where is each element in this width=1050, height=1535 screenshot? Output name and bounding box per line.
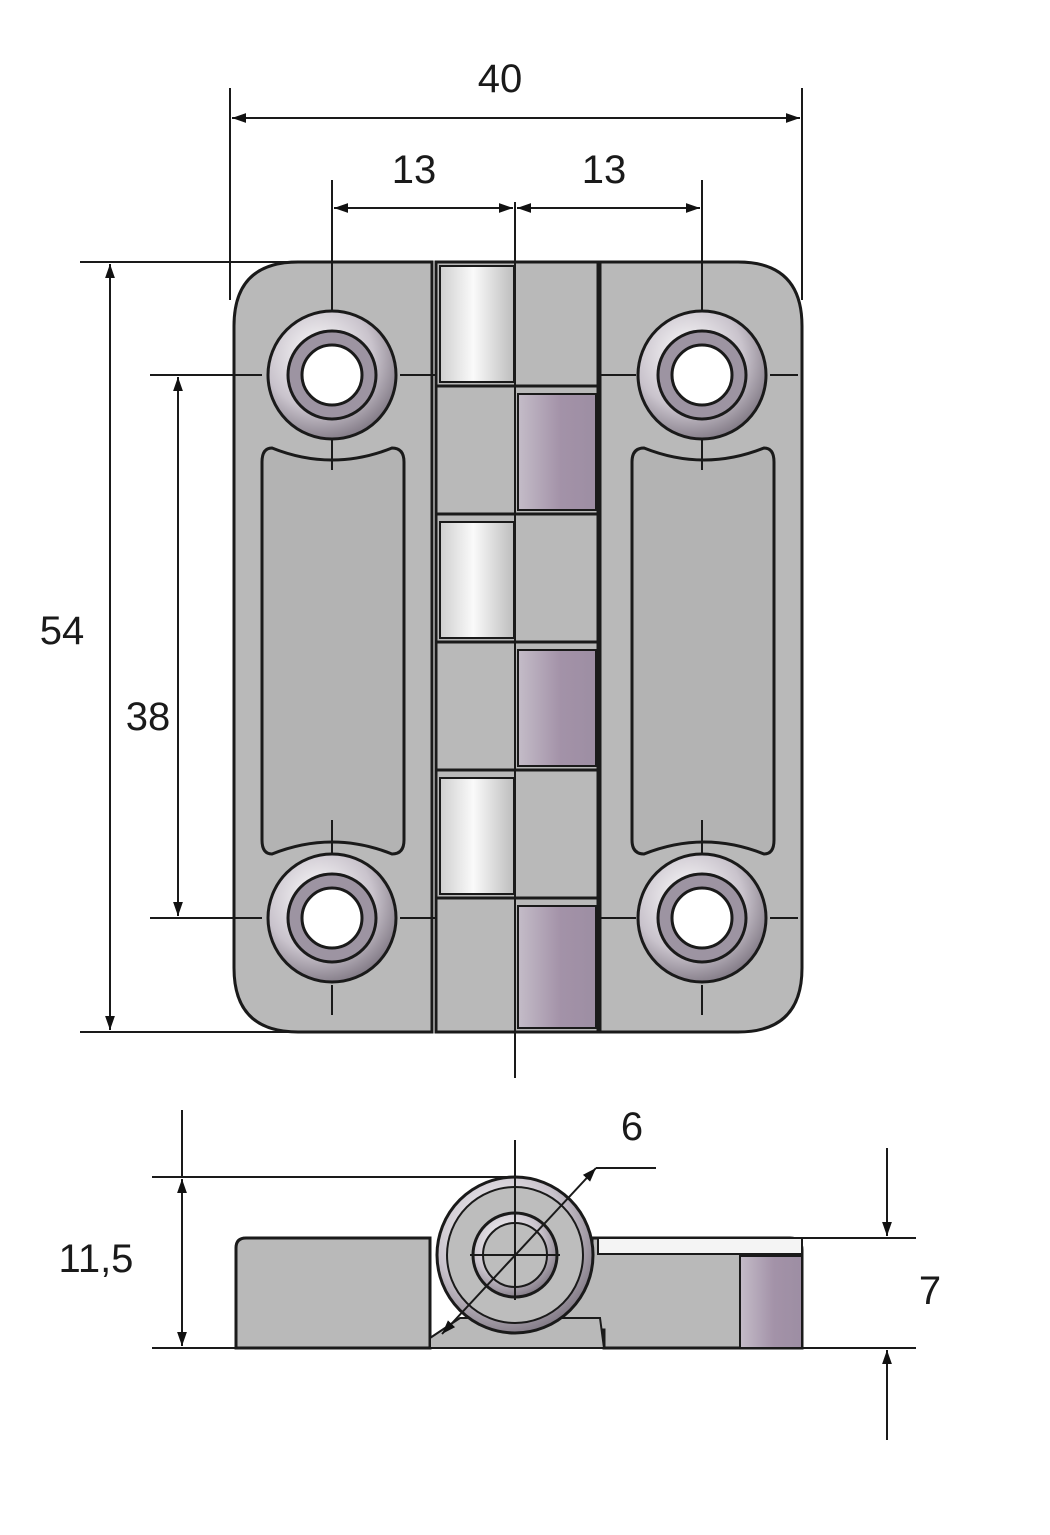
side-view: 6 11,5 7 — [59, 1105, 941, 1440]
dimension-leaf-thickness: 7 — [802, 1148, 941, 1440]
knuckle-strip — [434, 260, 600, 1034]
dimension-label-pin-diameter: 6 — [621, 1105, 643, 1149]
dimension-hole-spacing: 38 — [126, 374, 262, 919]
dimension-overall-height: 54 — [40, 261, 298, 1033]
dimension-label-leaf-thickness: 7 — [919, 1269, 941, 1313]
mounting-hole-top-right — [636, 309, 768, 441]
side-left-leaf — [234, 1236, 432, 1350]
center-lines — [240, 180, 798, 1078]
dimension-label-hole-offset-right: 13 — [582, 148, 627, 192]
dimension-label-overall-height: 54 — [40, 609, 85, 653]
dimension-label-hole-spacing: 38 — [126, 695, 171, 739]
dimension-pin-diameter: 6 — [441, 1105, 656, 1335]
dimension-overall-width: 40 — [229, 57, 803, 300]
mounting-hole-bottom-left — [266, 852, 398, 984]
dimension-label-overall-width: 40 — [478, 57, 523, 101]
left-recess — [260, 446, 406, 856]
dimension-label-total-thickness: 11,5 — [59, 1237, 134, 1281]
dimension-total-thickness: 11,5 — [59, 1110, 515, 1349]
mounting-hole-top-left — [266, 309, 398, 441]
top-view: 40 13 13 54 38 — [40, 57, 804, 1078]
dimension-label-hole-offset-left: 13 — [392, 148, 437, 192]
dimension-hole-offsets: 13 13 — [334, 148, 700, 213]
right-recess — [630, 446, 776, 856]
mounting-hole-bottom-right — [636, 852, 768, 984]
